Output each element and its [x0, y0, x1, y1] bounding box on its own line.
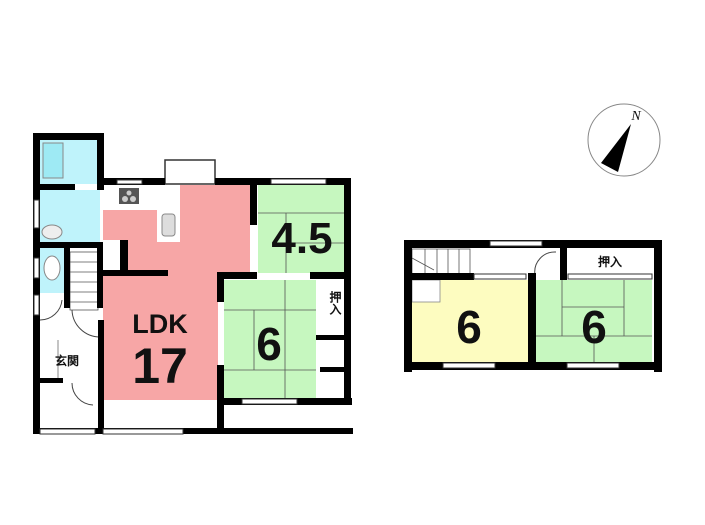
western-room-size: 6: [456, 301, 482, 353]
room-6-fill: [224, 280, 316, 399]
sink-icon: [41, 224, 63, 240]
sink-basin: [161, 213, 176, 237]
japanese-room-size: 6: [581, 301, 607, 353]
stairs-1f: [69, 251, 99, 311]
toilet-icon: [43, 255, 61, 281]
room-6-size: 6: [256, 318, 282, 370]
north-arrow-icon: [601, 124, 631, 172]
closet-label: 押入: [318, 290, 342, 316]
ldk-fill: [103, 185, 250, 400]
room-4-5-fill: [258, 185, 344, 273]
ldk-size: 17: [132, 338, 188, 394]
stairs-2f: [411, 248, 471, 276]
ldk-label: LDK: [132, 309, 188, 339]
closet-2f-label: 押入: [598, 254, 622, 269]
floor-1-plan: LDK 17 4.5 6 押入 玄関: [33, 133, 353, 435]
floor-2-plan: 6 6 押入: [404, 240, 662, 372]
bathtub: [42, 142, 64, 179]
room-4-5-size: 4.5: [271, 214, 332, 263]
north-compass: N: [587, 103, 661, 177]
stove-icon: [119, 188, 139, 204]
compass-label: N: [630, 109, 641, 124]
entrance-label: 玄関: [55, 353, 79, 368]
